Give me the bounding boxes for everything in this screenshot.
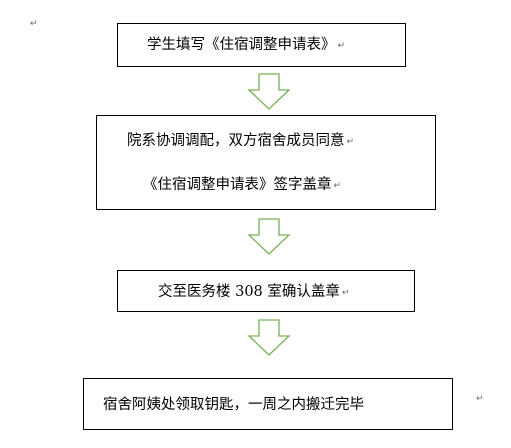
flow-step-1-line-1: 学生填写《住宿调整申请表》↵ <box>147 38 345 53</box>
down-arrow-1 <box>247 73 291 111</box>
flow-step-2-text-line-2: 《住宿调整申请表》签字盖章 <box>143 177 332 193</box>
down-arrow-icon <box>247 73 291 110</box>
paragraph-mark: ↵ <box>346 137 355 147</box>
down-arrow-icon <box>247 218 291 255</box>
flow-step-2-text-line-1: 院系协调调配，双方宿舍成员同意 <box>127 133 345 149</box>
paragraph-mark: ↵ <box>341 288 350 298</box>
flow-step-2-line-1: 院系协调调配，双方宿舍成员同意↵ <box>127 134 354 149</box>
flow-step-4-box: 宿舍阿姨处领取钥匙，一周之内搬迁完毕 <box>83 378 453 430</box>
paragraph-mark-bottom-right: ↵ <box>476 394 484 404</box>
down-arrow-2 <box>247 218 291 256</box>
flow-step-1-text: 学生填写《住宿调整申请表》 <box>147 37 336 53</box>
flow-step-3-text: 交至医务楼 308 室确认盖章 <box>158 284 340 300</box>
flow-step-2-box: 院系协调调配，双方宿舍成员同意↵ 《住宿调整申请表》签字盖章↵ <box>96 115 436 210</box>
paragraph-mark: ↵ <box>337 41 346 51</box>
paragraph-mark: ↵ <box>333 181 342 191</box>
paragraph-mark-top-left: ↵ <box>30 19 38 29</box>
flow-step-3-box: 交至医务楼 308 室确认盖章↵ <box>117 270 415 312</box>
down-arrow-3 <box>247 319 291 357</box>
down-arrow-icon <box>247 319 291 356</box>
flow-step-4-line-1: 宿舍阿姨处领取钥匙，一周之内搬迁完毕 <box>103 398 364 413</box>
flow-step-2-line-2: 《住宿调整申请表》签字盖章↵ <box>143 178 341 193</box>
flow-step-1-box: 学生填写《住宿调整申请表》↵ <box>117 23 406 67</box>
flow-step-3-line-1: 交至医务楼 308 室确认盖章↵ <box>158 285 349 300</box>
flow-step-4-text: 宿舍阿姨处领取钥匙，一周之内搬迁完毕 <box>103 397 364 413</box>
